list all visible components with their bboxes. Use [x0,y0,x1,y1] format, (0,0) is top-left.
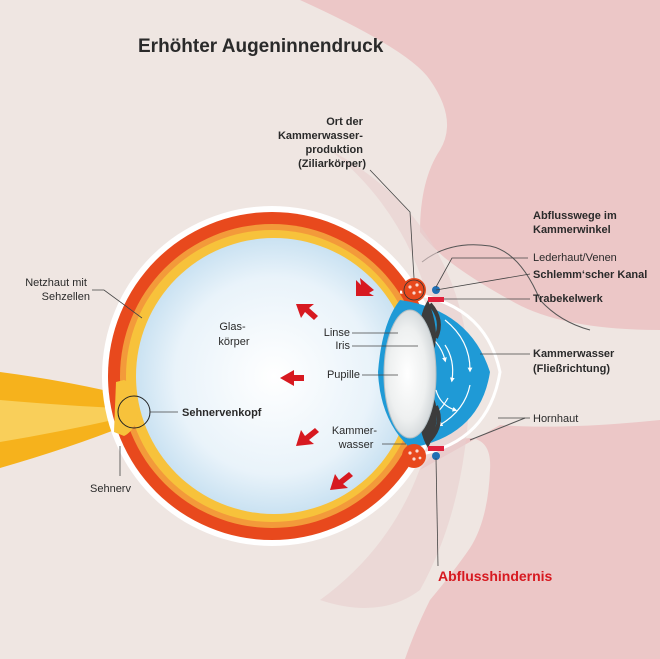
optic-disc [114,380,139,436]
label-kammerwasser-flow: Kammerwasser (Fließrichtung) [533,348,617,375]
optic-nerve-core [0,400,122,442]
ciliary-body-lower [402,444,426,468]
label-lederhaut: Lederhaut/Venen [533,252,617,264]
pressure-arrow [356,278,374,296]
label-pupille: Pupille [327,369,360,381]
lower-eyelid-fold [469,417,526,441]
pressure-arrow [296,304,318,320]
label-hornhaut: Hornhaut [533,413,578,425]
lower-eyelid [405,420,660,659]
label-iris: Iris [335,340,350,352]
label-netzhaut: Netzhaut mit Sehzellen [25,277,90,303]
label-linse: Linse [324,327,350,339]
ciliary-marker-ring [403,279,425,301]
label-outflow-heading: Abflusswege im Kammerwinkel [533,210,620,236]
pressure-arrows [280,278,374,490]
label-kammerwasser: Kammer- wasser [332,425,380,451]
label-sehnerv: Sehnerv [90,483,131,495]
pressure-arrow [330,472,353,490]
pressure-arrow [296,428,319,446]
label-trabekel: Trabekelwerk [533,293,604,305]
eye-socket-shadow [320,150,470,608]
label-glaskoerper: Glas- körper [218,321,250,348]
trabecular-meshwork-lower [428,405,441,442]
trabecular-bar-lower [428,446,444,451]
ciliary-dots [408,283,422,461]
label-abflusshindernis: Abflusshindernis [438,568,553,584]
label-schlemm: Schlemm‘scher Kanal [533,269,647,281]
label-production: Ort der Kammerwasser- produktion (Ziliar… [278,116,366,170]
upper-eyelid [300,0,660,330]
leader-lines [92,169,531,567]
pressure-arrow [280,370,304,386]
ciliary-body-upper [402,278,426,302]
trabecular-meshwork-upper [428,302,441,339]
lens [383,309,437,439]
vitreous-body [136,238,412,514]
cornea-edge [399,290,502,458]
label-sehnervenkopf: Sehnervenkopf [182,407,262,419]
upper-eyelid-fold [421,244,591,331]
page-title: Erhöhter Augeninnendruck [138,36,384,57]
trabecular-bar-upper [428,297,444,302]
schlemm-canal-lower [432,452,440,460]
